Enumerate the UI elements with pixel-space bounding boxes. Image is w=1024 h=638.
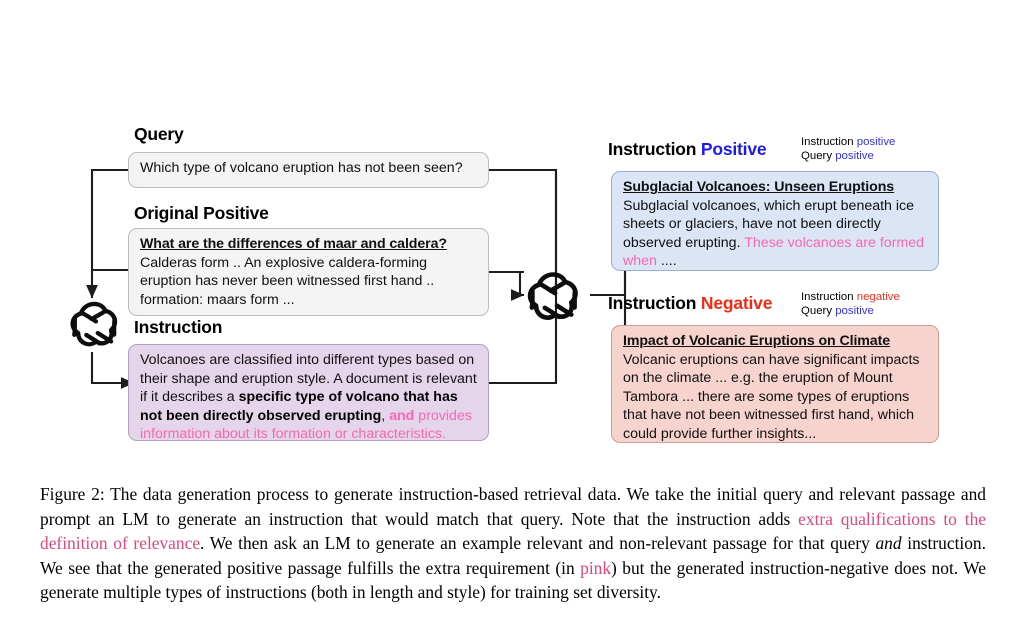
original-positive-heading: Original Positive	[134, 203, 269, 223]
query-text: Which type of volcano eruption has not b…	[140, 160, 463, 176]
caption-label: Figure 2:	[40, 484, 105, 504]
negative-side-label-instruction: Instruction	[801, 291, 854, 303]
caption-pink-1: extra qualifications to the definition o…	[40, 508, 986, 554]
instruction-text-bold: specific type of volcano that has not be…	[140, 389, 458, 424]
instruction-negative-title: Impact of Volcanic Eruptions on Climate	[623, 333, 891, 349]
instruction-positive-title: Subglacial Volcanoes: Unseen Eruptions	[623, 179, 895, 195]
negative-side-value-instruction: negative	[856, 291, 900, 303]
original-positive-title: What are the differences of maar and cal…	[140, 236, 447, 252]
instruction-positive-box: Subglacial Volcanoes: Unseen Eruptions S…	[611, 171, 939, 271]
instruction-text-pink: provides information about its formation…	[140, 407, 472, 443]
instruction-negative-body: Volcanic eruptions can have significant …	[623, 351, 920, 442]
figure-diagram: Query Which type of volcano eruption has…	[66, 124, 939, 443]
instruction-negative-heading-black: Instruction	[608, 293, 697, 313]
negative-side-value-query: positive	[835, 304, 874, 317]
positive-side-value-query: positive	[835, 149, 874, 162]
instruction-positive-body-tail: ....	[656, 253, 677, 270]
caption-pink-2: pink	[580, 557, 612, 578]
instruction-positive-heading-colored: Positive	[700, 139, 767, 159]
instruction-positive-body: Subglacial volcanoes, which erupt beneat…	[623, 197, 915, 251]
instruction-text-part1: Volcanoes are classified into different …	[140, 352, 477, 406]
caption-part2: . We then ask an LM to generate an examp…	[200, 533, 876, 554]
positive-side-annotation: Instruction positive Query positive	[801, 136, 895, 163]
instruction-text-and: and	[389, 407, 415, 424]
original-positive-body: Calderas form .. An explosive caldera-fo…	[140, 254, 435, 308]
instruction-negative-box: Impact of Volcanic Eruptions on Climate …	[611, 325, 939, 443]
negative-side-label-query: Query	[801, 304, 833, 317]
instruction-positive-body-pink: These volcanoes are formed when	[623, 234, 925, 270]
caption-part4: ) but the generated instruction-negative…	[40, 557, 986, 603]
instruction-positive-heading-black: Instruction	[608, 139, 697, 159]
negative-side-annotation: Instruction negative Query positive	[801, 291, 900, 318]
caption-emphasis: and	[875, 533, 902, 554]
positive-side-label-instruction: Instruction	[801, 136, 854, 148]
positive-side-label-query: Query	[801, 149, 833, 162]
instruction-box: Volcanoes are classified into different …	[128, 344, 489, 443]
openai-logo-icon	[66, 296, 122, 352]
instruction-heading: Instruction	[134, 317, 223, 337]
openai-logo-icon	[523, 266, 583, 326]
instruction-text-comma: ,	[381, 407, 390, 424]
query-heading: Query	[134, 124, 184, 144]
caption-part1: The data generation process to generate …	[40, 484, 986, 529]
instruction-positive-heading: Instruction Positive	[608, 139, 767, 160]
query-box: Which type of volcano eruption has not b…	[128, 152, 489, 188]
instruction-negative-heading-colored: Negative	[700, 293, 773, 313]
positive-side-value-instruction: positive	[856, 136, 896, 148]
figure-caption: Figure 2: The data generation process to…	[40, 482, 986, 605]
instruction-negative-heading: Instruction Negative	[608, 293, 772, 314]
original-positive-box: What are the differences of maar and cal…	[128, 228, 489, 316]
caption-part3: instruction. We see that the generated p…	[40, 533, 986, 578]
